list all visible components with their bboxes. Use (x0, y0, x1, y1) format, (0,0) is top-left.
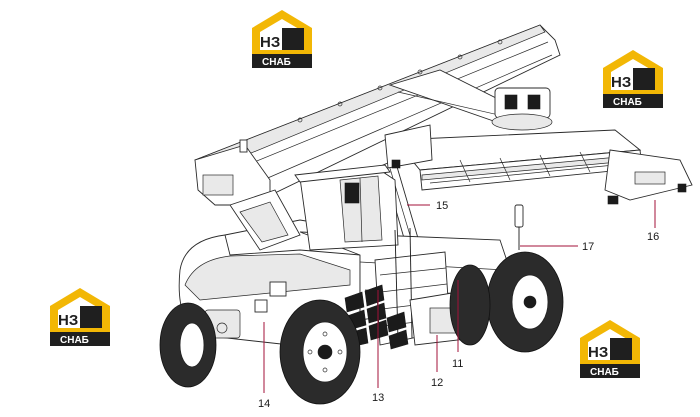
callout-leaders (263, 200, 656, 393)
watermark-logo-top: НЗ СНАБ (252, 10, 312, 68)
callout-11: 11 (452, 358, 463, 370)
callout-13: 13 (372, 392, 384, 404)
wheel-rear-right (279, 299, 361, 405)
callout-14: 14 (258, 398, 270, 410)
svg-text:НЗ: НЗ (58, 312, 78, 329)
spreader (384, 124, 693, 205)
cab (294, 164, 399, 251)
svg-text:СНАБ: СНАБ (613, 97, 642, 108)
svg-text:СНАБ: СНАБ (262, 57, 291, 68)
callout-17: 17 (582, 241, 594, 253)
callout-labels: 11 12 13 14 15 16 17 (258, 200, 659, 410)
wheel-front-right (486, 251, 564, 353)
wheel-front-left (449, 264, 491, 346)
callout-16: 16 (647, 231, 659, 243)
svg-text:НЗ: НЗ (588, 344, 608, 361)
rotator (491, 87, 553, 131)
watermark-logo-right: НЗ СНАБ (603, 50, 663, 108)
svg-text:СНАБ: СНАБ (590, 367, 619, 378)
svg-text:НЗ: НЗ (260, 34, 280, 51)
svg-text:СНАБ: СНАБ (60, 335, 89, 346)
callout-12: 12 (431, 377, 443, 389)
callout-15: 15 (436, 200, 448, 212)
watermark-logo-left: НЗ СНАБ (50, 288, 110, 346)
step-grid (344, 284, 409, 350)
svg-text:НЗ: НЗ (611, 74, 631, 91)
watermark-logo-bottom: НЗ СНАБ (580, 320, 640, 378)
mirrors (239, 139, 524, 250)
wheel-rear-left (159, 302, 217, 388)
